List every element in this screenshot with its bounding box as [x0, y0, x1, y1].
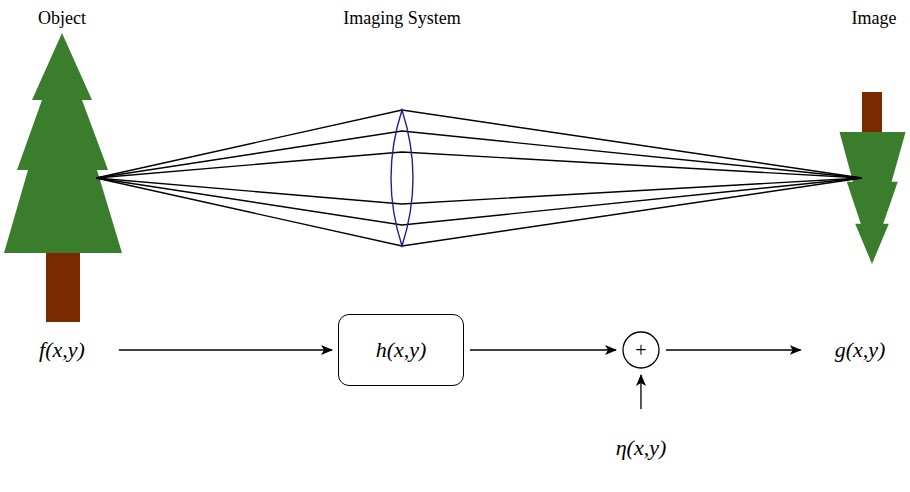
signal-arrow [666, 349, 801, 350]
image-tree [840, 92, 906, 264]
tree-crown [840, 132, 906, 264]
light-ray [96, 152, 862, 178]
light-ray [96, 110, 862, 178]
tree-crown [4, 33, 122, 253]
node-text: f(x,y) [39, 337, 85, 363]
node-text: η(x,y) [616, 435, 667, 461]
section-label: Imaging System [343, 7, 461, 29]
input-signal: f(x,y) [27, 333, 97, 367]
noise-signal: η(x,y) [604, 431, 679, 465]
light-ray [96, 178, 862, 246]
tree-trunk [862, 92, 882, 133]
light-ray [96, 131, 862, 178]
signal-arrow [470, 349, 616, 350]
signal-arrow [640, 375, 641, 409]
light-ray [96, 178, 862, 225]
tree-trunk [46, 253, 80, 322]
signal-arrow [119, 349, 332, 350]
light-rays [96, 110, 862, 246]
light-ray [96, 178, 862, 204]
lens [391, 110, 413, 246]
output-signal: g(x,y) [823, 333, 898, 367]
section-label: Object [38, 7, 86, 29]
node-text: h(x,y) [376, 337, 427, 363]
node-text: + [635, 340, 646, 360]
section-label: Image [852, 7, 897, 29]
node-text: g(x,y) [835, 337, 886, 363]
junction-outline [623, 332, 659, 368]
system-box: h(x,y) [338, 314, 464, 386]
summing-junction: + [622, 331, 660, 369]
